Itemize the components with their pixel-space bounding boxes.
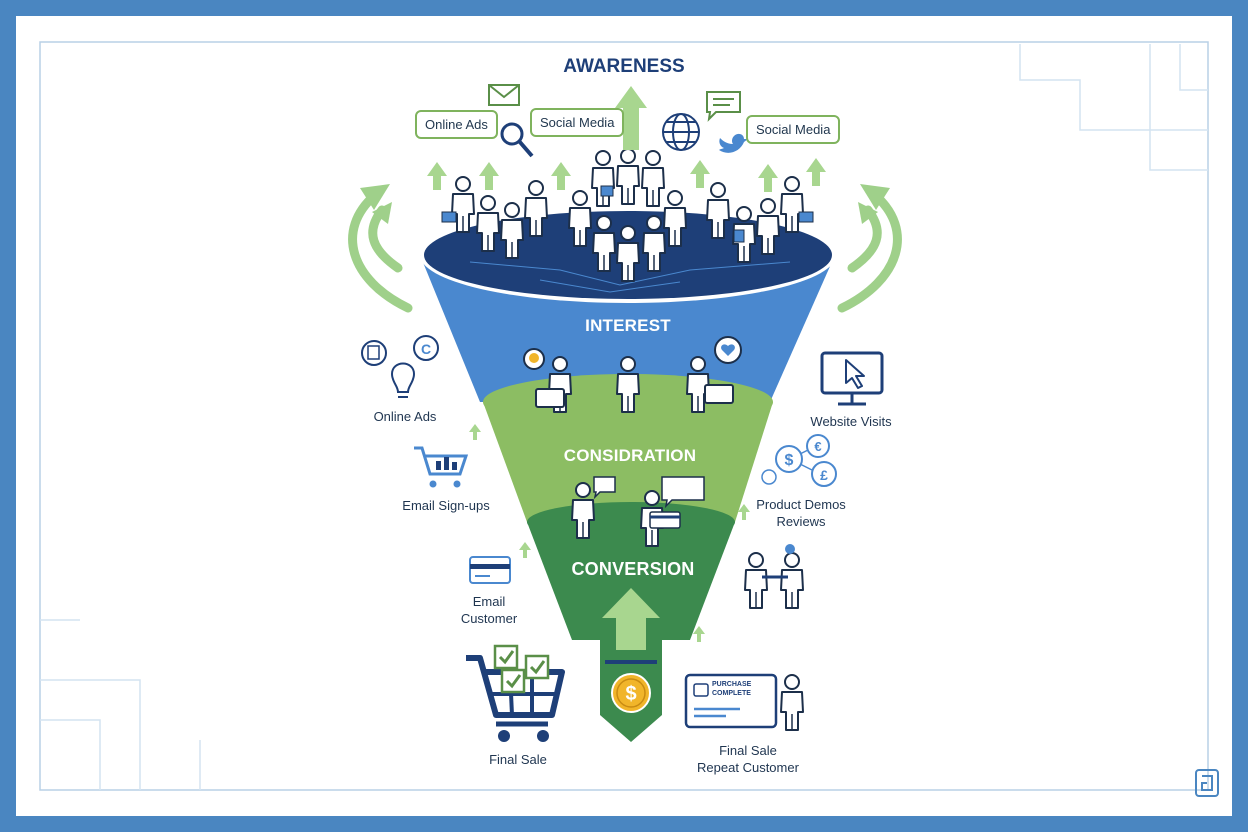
- inner-frame: [39, 41, 1209, 791]
- stage-label-conversion: CONVERSION: [571, 559, 695, 579]
- svg-text:$: $: [625, 683, 636, 705]
- dollar-coin-icon: $: [611, 673, 651, 713]
- label-email-customer: Email Customer: [460, 594, 518, 626]
- credit-card-icon: [469, 556, 511, 584]
- svg-text:£: £: [820, 467, 828, 483]
- svg-text:C: C: [421, 341, 431, 357]
- diagram-title: AWARENESS: [563, 56, 685, 77]
- stage-label-interest: INTEREST: [585, 316, 671, 335]
- search-icon: [500, 122, 534, 158]
- chat-icon: [706, 91, 741, 122]
- lightbulb-icon: [523, 348, 545, 370]
- stage-label-consideration: CONSIDRATION: [563, 446, 697, 465]
- ad-bulb-icon: C: [361, 335, 439, 398]
- consideration-people: [571, 476, 705, 547]
- shopping-cart-icon: [414, 446, 469, 488]
- final-cart-icon: [466, 644, 565, 742]
- currency-icon: $ € £: [761, 434, 837, 487]
- label-final-sale-left: Final Sale: [489, 752, 547, 767]
- receipt-text: PURCHASE COMPLETE: [712, 681, 752, 697]
- svg-text:€: €: [814, 439, 821, 454]
- funnel-conversion-section: [527, 522, 735, 640]
- conversion-arrow: [602, 588, 660, 650]
- bubble-social-media-left: Social Media: [530, 108, 625, 137]
- interest-people: [535, 356, 734, 413]
- twitter-bird-icon: [719, 133, 748, 153]
- label-final-sale-repeat: Final Sale Repeat Customer: [697, 743, 799, 775]
- monitor-cursor-icon: [820, 351, 884, 406]
- label-email-signups: Email Sign-ups: [402, 498, 490, 513]
- label-product-demos-reviews: Product Demos Reviews: [756, 497, 846, 529]
- bubble-online-ads: Online Ads: [415, 110, 498, 139]
- svg-text:$: $: [785, 452, 794, 469]
- crowd: [441, 148, 814, 282]
- handshake-icon: [744, 544, 804, 609]
- circuit-decoration: [40, 44, 1208, 790]
- label-website-visits: Website Visits: [810, 414, 892, 429]
- globe-icon: [662, 113, 700, 151]
- purchase-receipt-icon: [684, 673, 804, 731]
- heart-bubble-icon: [714, 336, 742, 364]
- corner-logo: [1195, 769, 1219, 797]
- bubble-social-media-right: Social Media: [746, 115, 841, 144]
- label-online-ads: Online Ads: [373, 409, 437, 424]
- envelope-icon: [488, 84, 520, 106]
